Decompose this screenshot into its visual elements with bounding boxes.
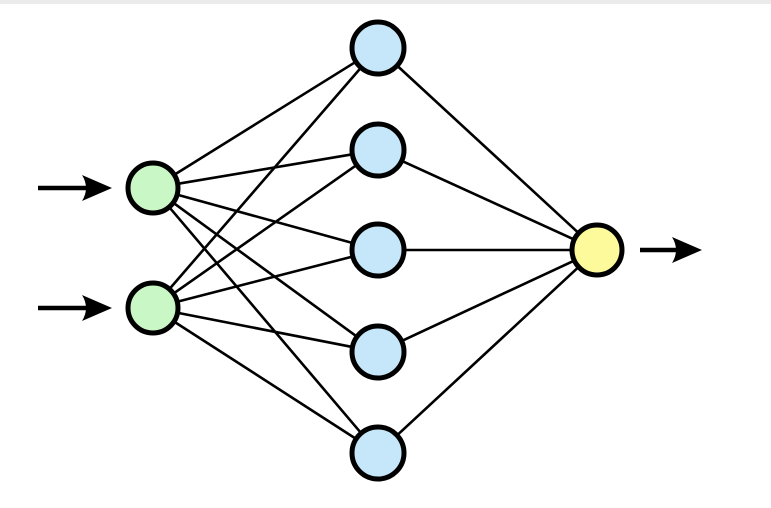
node-i2[interactable] [125,280,181,336]
edges-group [166,59,582,442]
edge-h2-o1 [398,158,577,242]
node-i1[interactable] [125,160,181,216]
edge-i2-h1 [167,65,364,292]
edge-h4-o1 [398,258,577,343]
edge-i2-h2 [170,162,360,296]
edge-i1-h3 [174,192,356,245]
node-h2[interactable] [349,121,407,179]
node-h4[interactable] [349,323,407,381]
node-h3[interactable] [349,221,407,279]
input-arrow-top-head [82,175,112,201]
node-h1[interactable] [349,19,407,77]
edge-h1-o1 [394,63,582,236]
top-band-divider [0,0,771,4]
edge-h5-o1 [394,264,582,438]
edge-i2-h4 [174,311,356,349]
edge-i1-h1 [171,59,359,177]
nodes-group [125,19,625,482]
edge-i1-h4 [170,200,360,339]
edge-i1-h5 [166,204,364,436]
node-o1[interactable] [569,222,625,278]
edge-i2-h3 [174,254,356,304]
edge-i2-h5 [171,319,359,442]
node-h5[interactable] [349,424,407,482]
output-arrow-head [672,237,702,263]
edge-i1-h2 [174,152,356,186]
io-arrows-group [38,175,702,321]
input-arrow-bottom-head [82,295,112,321]
